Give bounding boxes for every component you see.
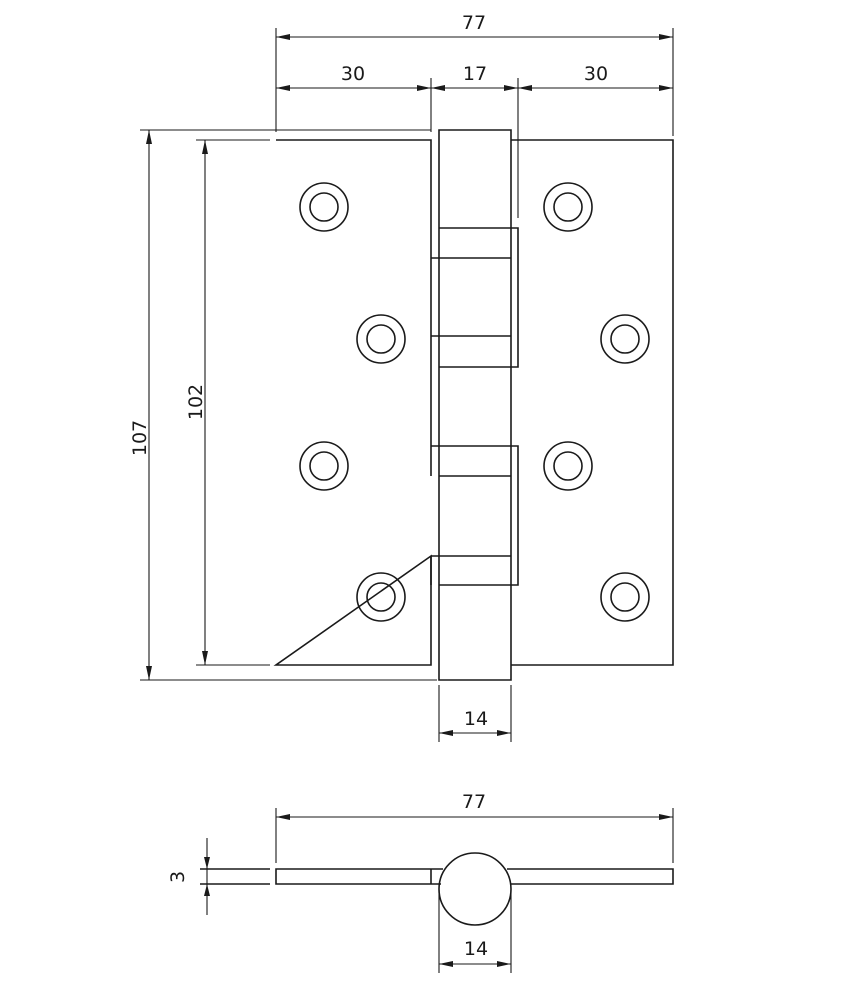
knuckle — [431, 445, 519, 586]
dimension-label: 30 — [341, 63, 365, 85]
dimension-label: 102 — [185, 384, 207, 420]
dimension-pin: 14 — [438, 685, 512, 742]
dimension-label: 30 — [584, 63, 608, 85]
dimension-overall-height: 107 — [129, 129, 437, 681]
screw-hole-countersink — [356, 572, 406, 622]
knuckle-circle — [438, 852, 512, 926]
screw-hole — [610, 582, 640, 612]
right-plate — [507, 868, 674, 885]
knuckle — [431, 475, 511, 557]
screw-hole — [309, 451, 339, 481]
dimension-knuckle: 14 — [438, 890, 512, 973]
dimension-label: 14 — [464, 708, 488, 730]
left-plate — [275, 868, 443, 885]
dimension-label: 77 — [462, 12, 486, 34]
front-view: 77 30 17 30 107 102 — [129, 12, 674, 742]
left-leaf-outline — [273, 139, 432, 666]
dimension-overall-width: 77 — [275, 12, 674, 136]
screw-hole-countersink — [543, 441, 593, 491]
right-leaf-outline — [511, 139, 674, 666]
knuckle — [431, 257, 511, 337]
knuckles — [430, 227, 519, 586]
dimension-label: 14 — [464, 938, 488, 960]
dimension-label: 3 — [167, 871, 189, 883]
left-stub — [200, 868, 270, 885]
dimension-thickness: 3 — [167, 838, 210, 915]
dimension-side-width: 77 — [275, 791, 674, 863]
screw-hole — [610, 324, 640, 354]
screw-hole — [553, 451, 583, 481]
dimension-segments: 30 17 30 — [276, 63, 673, 218]
pin-strip — [438, 129, 512, 681]
dimension-leaf-height: 102 — [185, 139, 270, 666]
screw-holes — [299, 182, 650, 622]
screw-hole — [366, 324, 396, 354]
dimension-label: 77 — [462, 791, 486, 813]
side-view: 77 3 14 — [167, 791, 674, 973]
screw-hole — [553, 192, 583, 222]
screw-hole — [309, 192, 339, 222]
screw-hole-countersink — [543, 182, 593, 232]
screw-hole-countersink — [299, 182, 349, 232]
knuckle — [439, 227, 519, 368]
dimension-label: 17 — [463, 63, 487, 85]
screw-hole-countersink — [299, 441, 349, 491]
screw-hole-countersink — [356, 314, 406, 364]
dimension-label: 107 — [129, 420, 151, 456]
screw-hole-countersink — [600, 314, 650, 364]
screw-hole-countersink — [600, 572, 650, 622]
screw-hole — [366, 582, 396, 612]
